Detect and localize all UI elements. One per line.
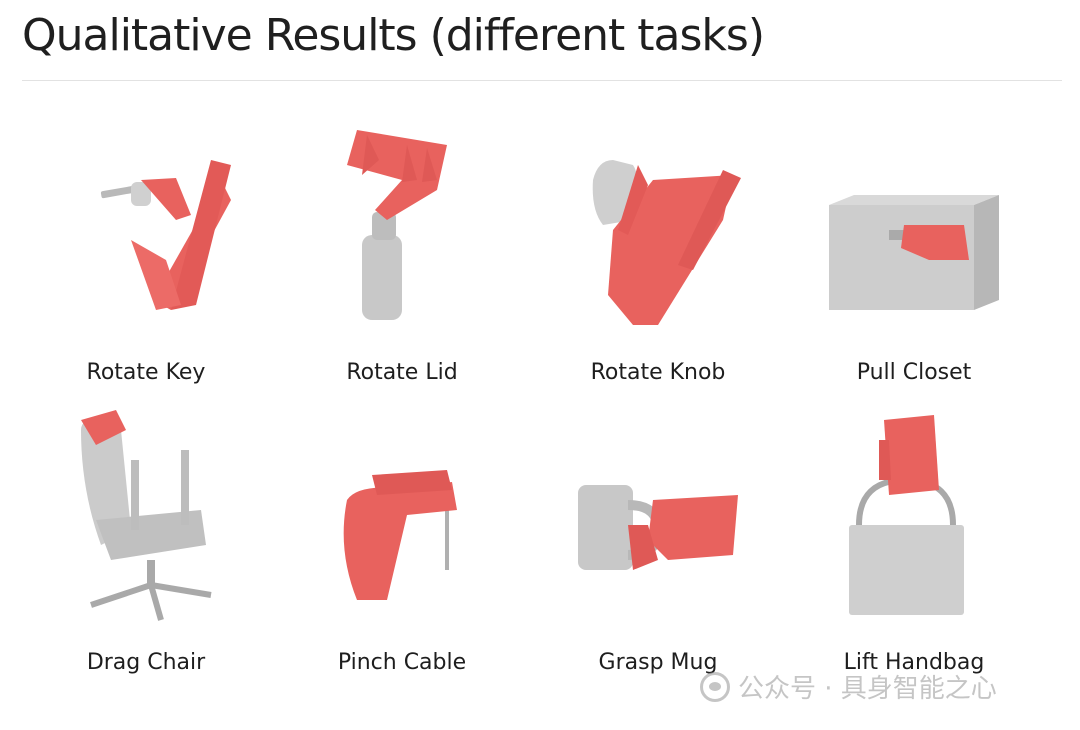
result-card-pinch-cable: Pinch Cable [274,410,530,720]
task-label: Pull Closet [856,360,972,385]
task-label: Pinch Cable [337,650,467,675]
pull-closet-render [829,195,999,310]
task-label: Rotate Lid [346,360,458,385]
pinch-cable-render [343,470,457,600]
result-card-pull-closet: Pull Closet [786,120,1042,410]
task-label: Rotate Key [86,360,206,385]
page-title: Qualitative Results (different tasks) [22,10,765,61]
result-card-rotate-key: Rotate Key [18,120,274,410]
result-card-lift-handbag: Lift Handbag [786,410,1042,720]
watermark-text: 公众号 · 具身智能之心 [738,674,997,704]
rotate-key-render [100,160,231,310]
task-label: Drag Chair [86,650,206,675]
task-label: Lift Handbag [843,650,985,675]
result-card-rotate-lid: Rotate Lid [274,120,530,410]
task-label: Grasp Mug [598,650,718,675]
lift-handbag-render [849,415,964,615]
drag-chair-render [81,410,212,621]
rotate-lid-render [347,130,447,320]
result-card-rotate-knob: Rotate Knob [530,120,786,410]
result-card-drag-chair: Drag Chair [18,410,274,720]
watermark: 公众号 · 具身智能之心 [700,668,997,705]
rotate-knob-render [592,160,741,325]
wechat-icon [700,671,730,702]
title-divider [22,80,1062,81]
result-card-grasp-mug: Grasp Mug [530,410,786,720]
results-grid: Rotate Key Rotate Lid Rotate Knob [18,120,1058,720]
grasp-mug-render [578,485,738,570]
task-label: Rotate Knob [590,360,726,385]
